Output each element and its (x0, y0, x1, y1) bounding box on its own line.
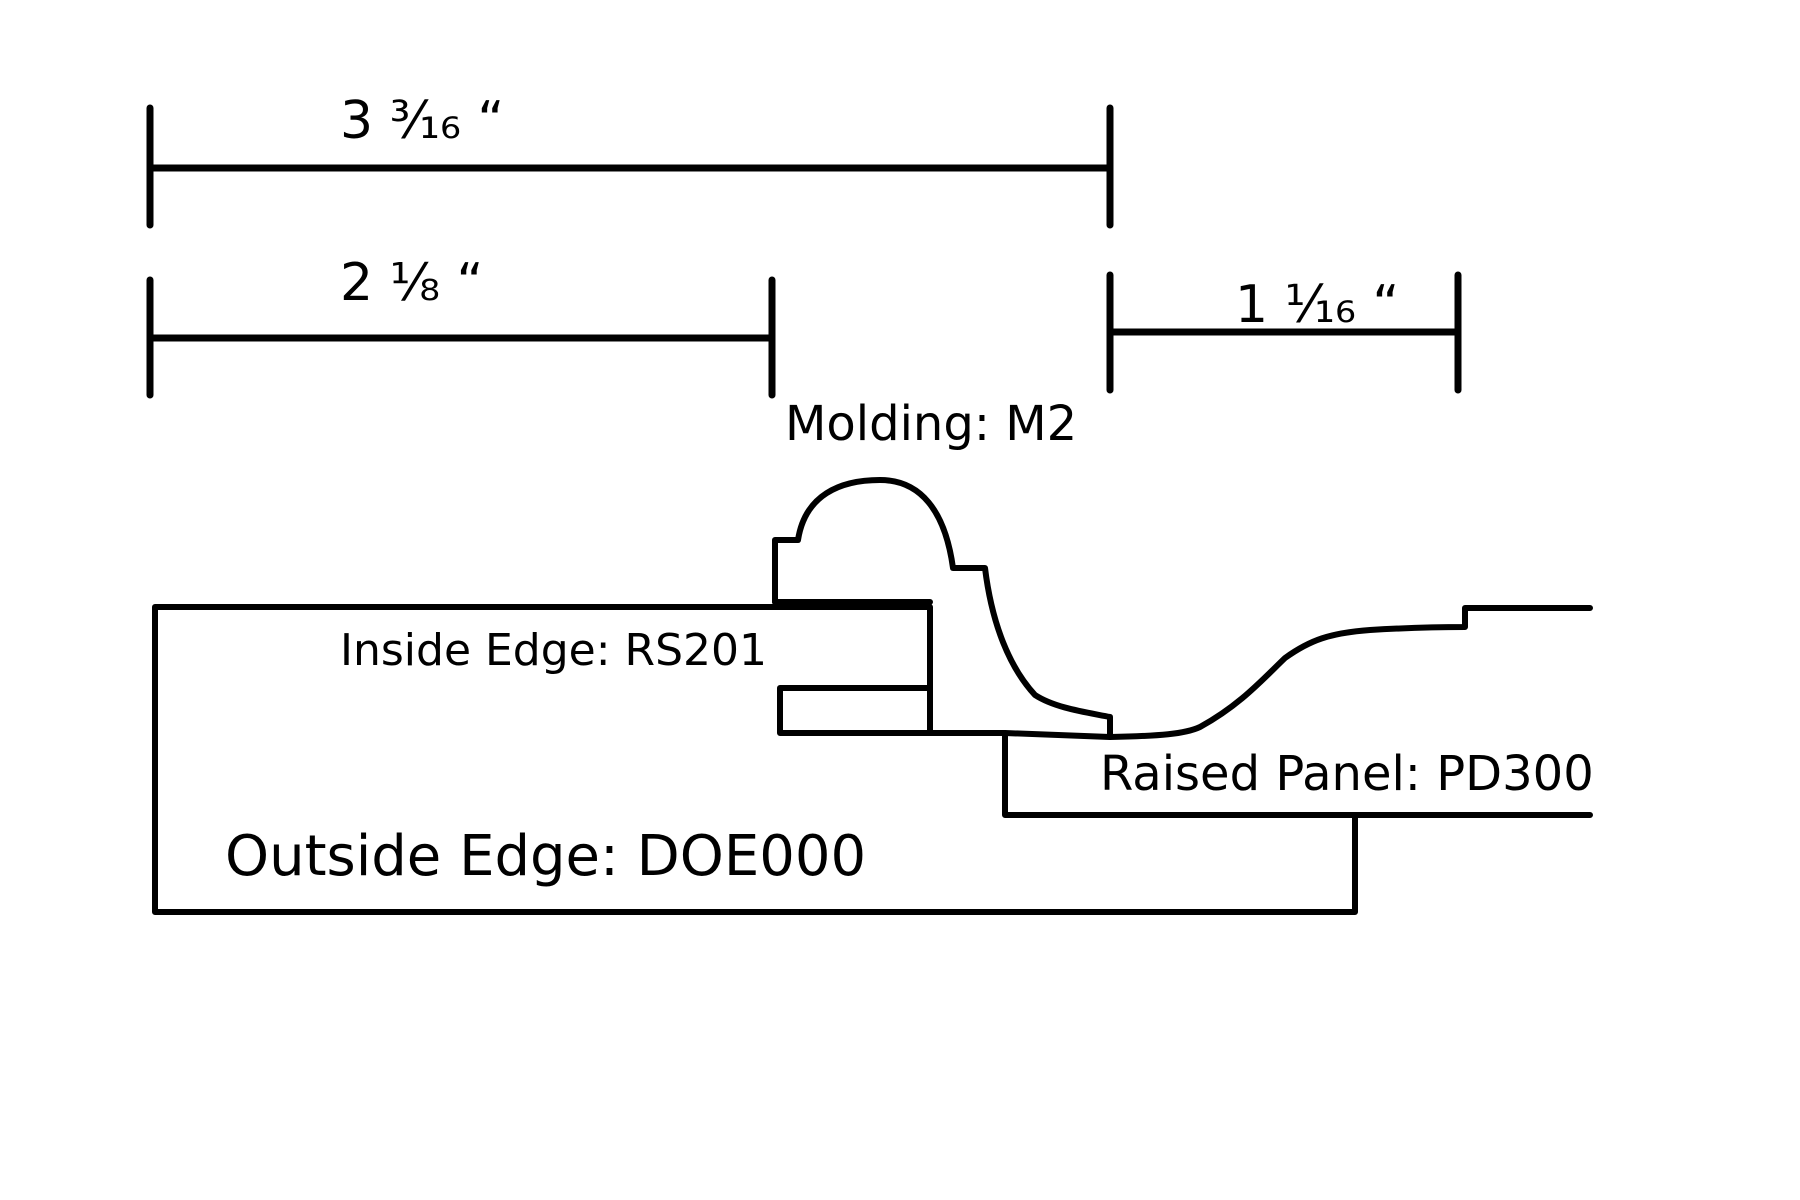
molding-profile (772, 477, 1113, 740)
dimension-inside-label: 2 ⅛ “ (340, 253, 483, 313)
dimension-panel-label: 1 ¹⁄₁₆ “ (1235, 275, 1399, 335)
inside-edge-label: Inside Edge: RS201 (340, 625, 767, 676)
dimension-inside: 2 ⅛ “ (146, 253, 776, 399)
dimension-overall: 3 ³⁄₁₆ “ (146, 91, 1114, 229)
molding-label: Molding: M2 (785, 396, 1077, 452)
dimension-overall-label: 3 ³⁄₁₆ “ (340, 91, 504, 151)
raised-panel-profile (1002, 605, 1593, 818)
outside-edge-profile (152, 604, 1358, 915)
dimension-panel: 1 ¹⁄₁₆ “ (1106, 271, 1462, 394)
raised-panel-label: Raised Panel: PD300 (1100, 746, 1594, 802)
outside-edge-label: Outside Edge: DOE000 (225, 824, 866, 889)
inside-edge-profile (772, 599, 933, 736)
